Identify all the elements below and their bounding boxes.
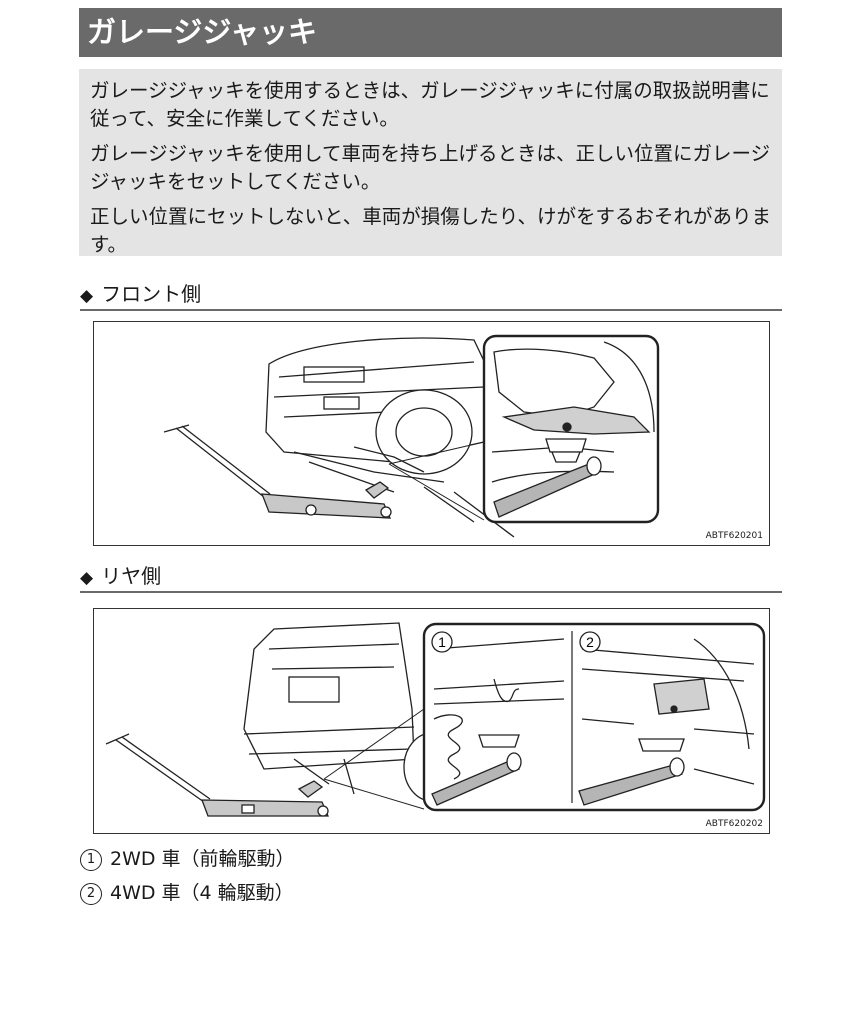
section-heading-text: リヤ側: [101, 564, 162, 588]
rear-illustration-drawing: 1 2: [105, 622, 766, 817]
callout-2: 2: [586, 634, 594, 650]
front-jack-illustration: ABTF620201: [93, 321, 770, 546]
caution-note: ガレージジャッキを使用するときは、ガレージジャッキに付属の取扱説明書に従って、安…: [79, 69, 782, 256]
section-heading-rear: ◆ リヤ側: [80, 562, 161, 590]
diamond-icon: ◆: [80, 568, 94, 588]
legend-number: 1: [80, 849, 102, 871]
section-divider: [80, 309, 782, 311]
note-paragraph: ガレージジャッキを使用して車両を持ち上げるときは、正しい位置にガレージジャッキを…: [90, 142, 771, 193]
figure-code: ABTF620201: [705, 531, 763, 541]
page-title: ガレージジャッキ: [79, 8, 782, 57]
legend-text: 4WD 車（4 輪駆動）: [110, 882, 294, 904]
rear-jack-illustration: 1 2 ABTF620202: [93, 608, 770, 834]
legend-item-2: 2 4WD 車（4 輪駆動）: [80, 880, 294, 906]
callout-1: 1: [438, 634, 446, 650]
section-divider: [80, 591, 782, 593]
section-heading-text: フロント側: [101, 282, 202, 306]
figure-code: ABTF620202: [705, 819, 763, 829]
note-paragraph: ガレージジャッキを使用するときは、ガレージジャッキに付属の取扱説明書に従って、安…: [90, 79, 770, 130]
front-illustration-drawing: [163, 334, 660, 538]
section-heading-front: ◆ フロント側: [80, 280, 201, 308]
note-paragraph: 正しい位置にセットしないと、車両が損傷したり、けがをするおそれがあります。: [90, 205, 771, 256]
legend-item-1: 1 2WD 車（前輪駆動）: [80, 846, 295, 872]
diamond-icon: ◆: [80, 286, 94, 306]
legend-text: 2WD 車（前輪駆動）: [110, 848, 295, 870]
legend-number: 2: [80, 883, 102, 905]
